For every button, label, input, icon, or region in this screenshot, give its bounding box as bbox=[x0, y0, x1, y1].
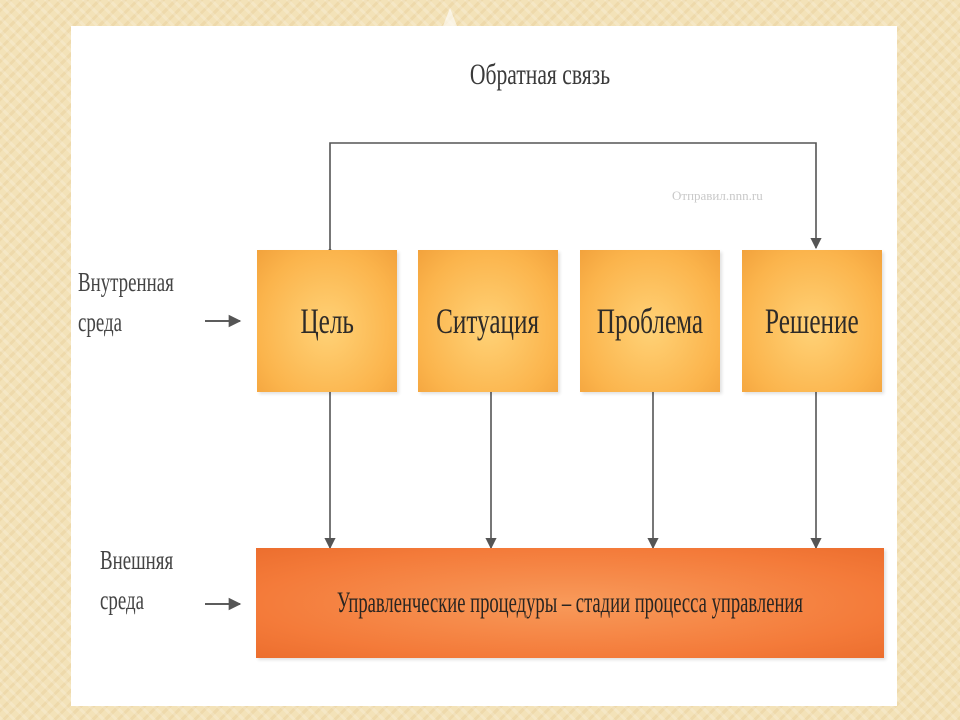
stage-decision-label: Решение bbox=[765, 301, 859, 341]
stage-situation: Ситуация bbox=[418, 250, 558, 392]
feedback-line bbox=[324, 142, 822, 259]
stage-decision: Решение bbox=[742, 250, 882, 392]
stage-problem: Проблема bbox=[580, 250, 720, 392]
internal-environment-label: Внутренная среда bbox=[78, 267, 174, 337]
stage-goal-label: Цель bbox=[300, 301, 354, 341]
title-bullet-icon bbox=[436, 8, 464, 42]
watermark-text: Отправил.nnn.ru bbox=[672, 188, 763, 203]
management-procedures-box: Управленческие процедуры – стадии процес… bbox=[256, 548, 884, 658]
stage-goal: Цель bbox=[257, 250, 397, 392]
feedback-label: Обратная связь bbox=[469, 58, 611, 91]
stage-problem-label: Проблема bbox=[596, 301, 704, 341]
external-environment-label: Внешняя среда bbox=[100, 545, 174, 615]
management-procedures-label: Управленческие процедуры – стадии процес… bbox=[336, 586, 804, 619]
stage-situation-label: Ситуация bbox=[436, 301, 540, 341]
